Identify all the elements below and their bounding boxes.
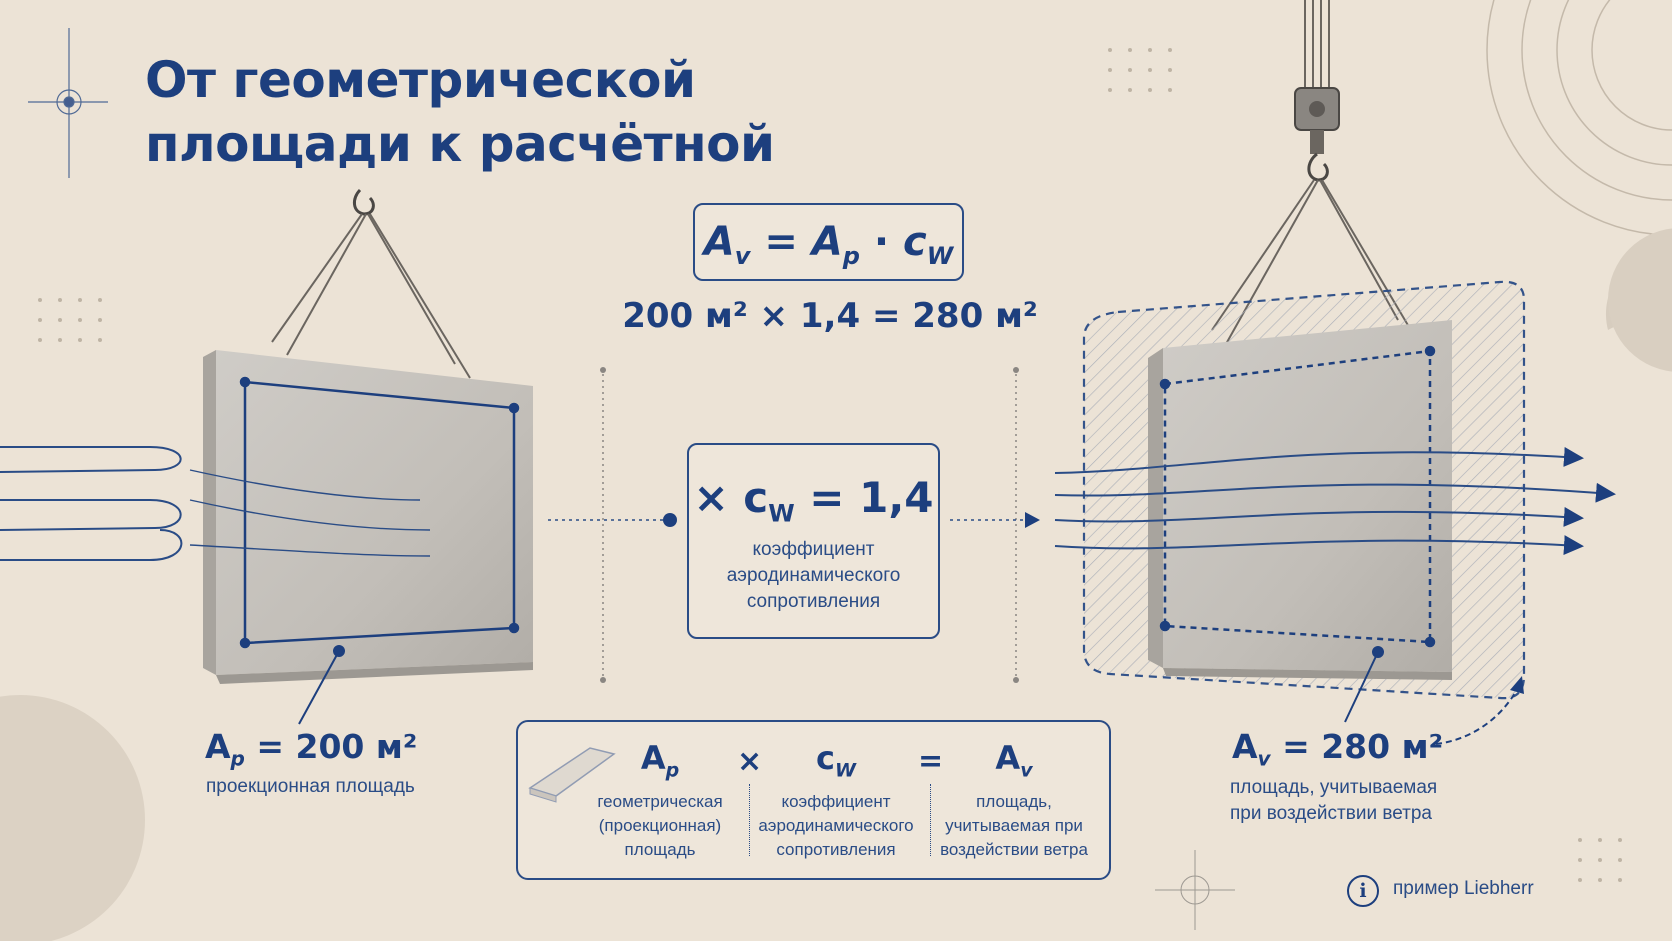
legend-equals-operator: = bbox=[918, 744, 944, 779]
legend-cw-letter: c bbox=[816, 739, 835, 777]
legend-av-desc-line-2: учитываемая при bbox=[945, 816, 1083, 835]
formula-ap-sub: p bbox=[842, 242, 860, 270]
legend-cw-column: cW коэффициент аэродинамического сопроти… bbox=[756, 734, 916, 862]
coefficient-sub: W bbox=[768, 499, 795, 528]
legend-separator-2 bbox=[930, 784, 931, 856]
legend-box: Ap геометрическая (проекционная) площадь… bbox=[516, 720, 1111, 880]
legend-ap-desc-line-2: (проекционная) bbox=[598, 816, 722, 835]
effective-area-label: Av = 280 м² bbox=[1232, 727, 1443, 771]
left-concrete-slab bbox=[203, 350, 533, 684]
formula-cw-symbol: c bbox=[903, 219, 927, 265]
legend-ap-column: Ap геометрическая (проекционная) площадь bbox=[590, 734, 730, 862]
legend-ap-letter: A bbox=[640, 739, 666, 777]
coefficient-number: = 1,4 bbox=[794, 473, 934, 522]
coefficient-desc-line-3: сопротивления bbox=[746, 591, 881, 612]
right-concrete-slab bbox=[1148, 320, 1452, 680]
legend-av-symbol: Av bbox=[934, 734, 1094, 782]
page-title: От геометрической площади к расчётной bbox=[145, 48, 775, 176]
formula-box: Av = Ap · cW bbox=[693, 203, 964, 281]
coefficient-value: × cW = 1,4 bbox=[689, 473, 938, 527]
legend-av-column: Av площадь, учитываемая при воздействии … bbox=[934, 734, 1094, 862]
legend-ap-desc-line-3: площадь bbox=[624, 840, 696, 859]
formula-cw-sub: W bbox=[926, 242, 954, 270]
title-line-1: От геометрической bbox=[145, 51, 696, 109]
left-area-pointer bbox=[298, 645, 345, 725]
coefficient-prefix: × c bbox=[693, 473, 769, 522]
legend-ap-description: геометрическая (проекционная) площадь bbox=[590, 790, 730, 862]
formula-dot: · bbox=[859, 219, 903, 265]
info-icon: i bbox=[1347, 875, 1379, 907]
projection-area-description: проекционная площадь bbox=[206, 776, 415, 797]
right-wind-lines bbox=[1054, 446, 1616, 556]
av-symbol: A bbox=[1232, 727, 1258, 766]
formula-ap-symbol: A bbox=[811, 219, 843, 265]
legend-separator-1 bbox=[749, 784, 750, 856]
coefficient-box: × cW = 1,4 коэффициент аэродинамического… bbox=[687, 443, 940, 639]
coefficient-desc-line-2: аэродинамического bbox=[726, 565, 901, 586]
title-line-2: площади к расчётной bbox=[145, 115, 775, 173]
left-projection-outline bbox=[239, 376, 520, 649]
ap-symbol: A bbox=[205, 727, 231, 766]
circle-decoration-left bbox=[0, 695, 145, 941]
formula-equals: = bbox=[750, 219, 812, 265]
right-area-pointer bbox=[1344, 646, 1524, 745]
effective-area-desc-line-1: площадь, учитываемая bbox=[1230, 777, 1438, 798]
formula-av-symbol: A bbox=[703, 219, 735, 265]
ap-sub: p bbox=[230, 746, 245, 771]
legend-cw-desc-line-1: коэффициент bbox=[781, 792, 891, 811]
effective-area-description: площадь, учитываемая при воздействии вет… bbox=[1230, 775, 1437, 827]
legend-times-operator: × bbox=[737, 744, 763, 779]
source-note: пример Liebherr bbox=[1393, 878, 1534, 899]
legend-cw-sub: W bbox=[835, 759, 856, 782]
legend-cw-desc-line-2: аэродинамического bbox=[758, 816, 914, 835]
formula: Av = Ap · cW bbox=[695, 219, 962, 270]
projection-area-label: Ap = 200 м² bbox=[205, 727, 417, 771]
legend-av-description: площадь, учитываемая при воздействии вет… bbox=[934, 790, 1094, 862]
legend-av-sub: v bbox=[1020, 759, 1033, 782]
flow-connectors bbox=[548, 367, 1040, 683]
legend-av-desc-line-3: воздействии ветра bbox=[940, 840, 1088, 859]
formula-av-sub: v bbox=[734, 242, 751, 270]
av-sub: v bbox=[1257, 746, 1271, 771]
right-crane-cables bbox=[1304, 0, 1330, 90]
legend-ap-desc-line-1: геометрическая bbox=[597, 792, 723, 811]
legend-ap-sub: p bbox=[665, 759, 680, 782]
concentric-arcs-decoration bbox=[1486, 0, 1672, 236]
calculation-text: 200 м² × 1,4 = 280 м² bbox=[622, 296, 1038, 336]
legend-ap-symbol: Ap bbox=[590, 734, 730, 782]
coefficient-description: коэффициент аэродинамического сопротивле… bbox=[699, 537, 928, 615]
crosshair-decoration-bottom bbox=[1155, 850, 1235, 930]
legend-av-letter: A bbox=[995, 739, 1021, 777]
left-crane-hook bbox=[353, 188, 375, 216]
left-rigging-chains bbox=[271, 213, 471, 379]
legend-cw-desc-line-3: сопротивления bbox=[776, 840, 896, 859]
circle-decoration-right bbox=[1608, 228, 1672, 372]
crosshair-decoration bbox=[28, 28, 108, 178]
coefficient-desc-line-1: коэффициент bbox=[752, 539, 875, 560]
legend-cw-symbol: cW bbox=[756, 734, 916, 782]
effective-area-desc-line-2: при воздействии ветра bbox=[1230, 803, 1432, 824]
right-crane-block bbox=[1294, 87, 1340, 182]
legend-av-desc-line-1: площадь, bbox=[976, 792, 1052, 811]
right-projection-outline bbox=[1159, 345, 1436, 648]
legend-cw-description: коэффициент аэродинамического сопротивле… bbox=[756, 790, 916, 862]
ap-value: = 200 м² bbox=[244, 727, 418, 766]
left-wind-lines bbox=[0, 446, 431, 561]
av-value: = 280 м² bbox=[1270, 727, 1444, 766]
dot-grid-decoration bbox=[38, 48, 1622, 882]
